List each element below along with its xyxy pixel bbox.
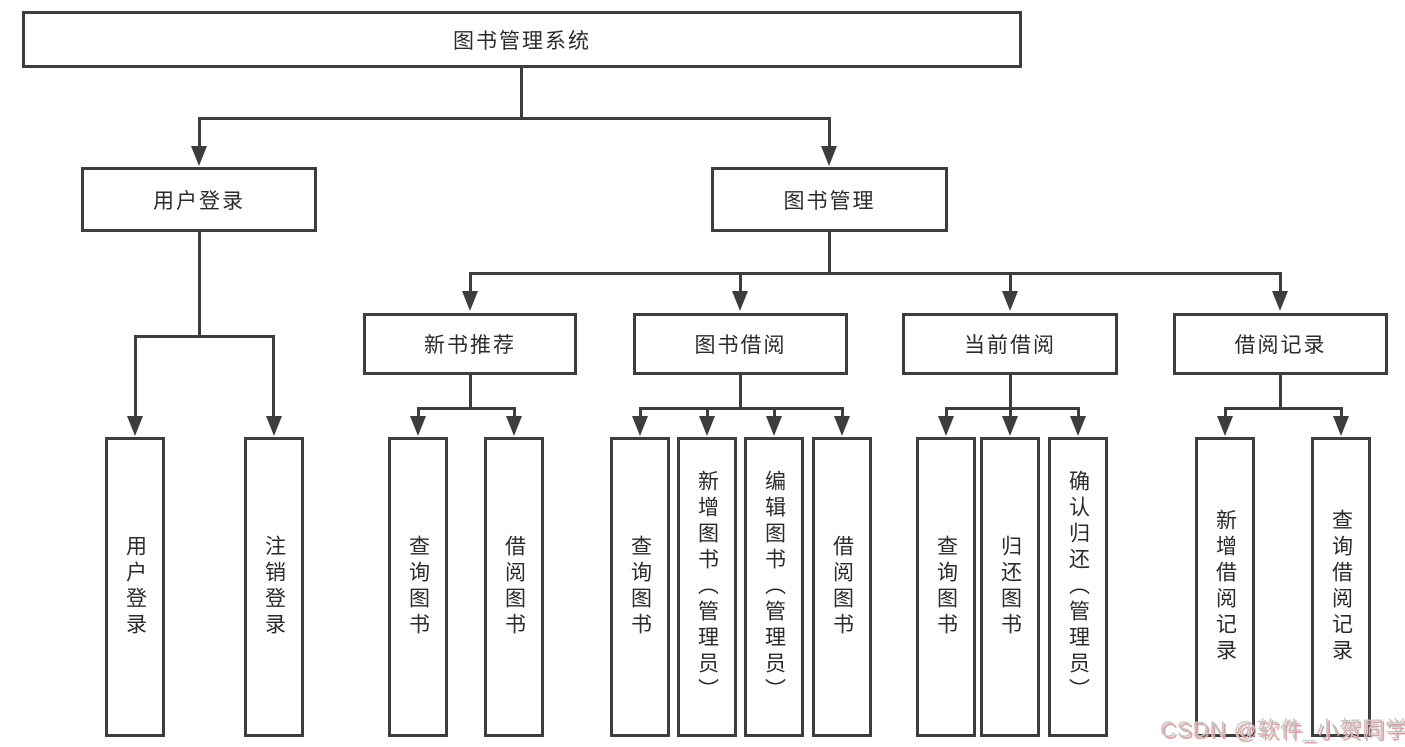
node-book-mgmt: 图书管理 — [711, 167, 948, 232]
leaf-cb-query-books-label: 查询图书 — [934, 535, 958, 639]
leaf-br-add-record-label: 新增借阅记录 — [1213, 509, 1237, 665]
connector-line — [841, 407, 844, 419]
leaf-bb-add-books-admin: 新增图书（管理员） — [677, 437, 737, 737]
arrow-down-icon — [766, 416, 782, 436]
node-book-mgmt-label: 图书管理 — [783, 189, 876, 213]
arrow-down-icon — [1002, 416, 1018, 436]
arrow-down-icon — [462, 291, 478, 311]
leaf-nbr-borrow-books: 借阅图书 — [484, 437, 544, 737]
node-current-borrow-label: 当前借阅 — [964, 334, 1056, 357]
connector-line — [520, 68, 523, 117]
leaf-bb-edit-books-admin: 编辑图书（管理员） — [744, 437, 804, 737]
connector-line — [417, 407, 420, 419]
leaf-br-query-record-label: 查询借阅记录 — [1329, 509, 1353, 665]
connector-line — [134, 335, 275, 338]
arrow-down-icon — [632, 416, 648, 436]
connector-line — [1224, 407, 1227, 419]
connector-line — [198, 117, 201, 149]
connector-line — [828, 232, 831, 273]
leaf-nbr-query-books: 查询图书 — [388, 437, 448, 737]
leaf-cb-return-books: 归还图书 — [980, 437, 1040, 737]
connector-line — [1009, 375, 1012, 407]
connector-line — [739, 272, 742, 293]
connector-line — [945, 407, 1080, 410]
arrow-down-icon — [410, 416, 426, 436]
node-book-borrow: 图书借阅 — [633, 313, 848, 375]
leaf-logout: 注销登录 — [244, 437, 304, 737]
leaf-cb-confirm-return-admin: 确认归还（管理员） — [1048, 437, 1108, 737]
connector-line — [272, 335, 275, 416]
leaf-user-login-label: 用户登录 — [123, 535, 147, 639]
arrow-down-icon — [1002, 291, 1018, 311]
arrow-down-icon — [821, 146, 837, 166]
arrow-down-icon — [938, 416, 954, 436]
connector-line — [198, 117, 831, 120]
connector-line — [1224, 407, 1343, 410]
connector-line — [1340, 407, 1343, 419]
arrow-down-icon — [699, 416, 715, 436]
leaf-logout-label: 注销登录 — [262, 535, 286, 639]
leaf-cb-query-books: 查询图书 — [916, 437, 976, 737]
leaf-nbr-query-books-label: 查询图书 — [406, 535, 430, 639]
arrow-down-icon — [127, 416, 143, 436]
leaf-br-query-record: 查询借阅记录 — [1311, 437, 1371, 737]
arrow-down-icon — [1070, 416, 1086, 436]
arrow-down-icon — [1217, 416, 1233, 436]
connector-line — [513, 407, 516, 419]
node-new-book-rec-label: 新书推荐 — [424, 334, 516, 357]
leaf-user-login: 用户登录 — [105, 437, 165, 737]
connector-line — [639, 407, 844, 410]
leaf-nbr-borrow-books-label: 借阅图书 — [502, 535, 526, 639]
leaf-cb-return-books-label: 归还图书 — [998, 535, 1022, 639]
connector-line — [1009, 272, 1012, 293]
arrow-down-icon — [1333, 416, 1349, 436]
connector-line — [706, 407, 709, 419]
node-root-label: 图书管理系统 — [453, 29, 591, 53]
connector-line — [945, 407, 948, 419]
node-current-borrow: 当前借阅 — [902, 313, 1118, 375]
node-root: 图书管理系统 — [22, 11, 1022, 68]
connector-line — [1279, 272, 1282, 293]
connector-line — [417, 407, 516, 410]
connector-line — [469, 272, 1282, 275]
connector-line — [469, 272, 472, 293]
csdn-watermark: CSDN @软件_小贺同学 — [1160, 717, 1405, 742]
connector-line — [828, 117, 831, 149]
leaf-cb-confirm-return-admin-label: 确认归还（管理员） — [1066, 470, 1090, 704]
connector-line — [469, 375, 472, 407]
leaf-bb-add-books-admin-label: 新增图书（管理员） — [695, 470, 719, 704]
connector-line — [1279, 375, 1282, 407]
arrow-down-icon — [191, 146, 207, 166]
connector-line — [198, 232, 201, 335]
node-user-login: 用户登录 — [81, 167, 317, 232]
node-borrow-records-label: 借阅记录 — [1234, 334, 1327, 357]
leaf-bb-query-books: 查询图书 — [610, 437, 670, 737]
node-user-login-label: 用户登录 — [153, 189, 245, 213]
connector-line — [773, 407, 776, 419]
connector-line — [739, 375, 742, 407]
leaf-br-add-record: 新增借阅记录 — [1195, 437, 1255, 737]
leaf-bb-borrow-books-label: 借阅图书 — [830, 535, 854, 639]
node-book-borrow-label: 图书借阅 — [694, 334, 787, 357]
node-new-book-rec: 新书推荐 — [363, 313, 577, 375]
leaf-bb-borrow-books: 借阅图书 — [812, 437, 872, 737]
leaf-bb-edit-books-admin-label: 编辑图书（管理员） — [762, 470, 786, 704]
arrow-down-icon — [266, 416, 282, 436]
arrow-down-icon — [1272, 291, 1288, 311]
node-borrow-records: 借阅记录 — [1173, 313, 1388, 375]
arrow-down-icon — [732, 291, 748, 311]
arrow-down-icon — [506, 416, 522, 436]
connector-line — [639, 407, 642, 419]
connector-line — [1077, 407, 1080, 419]
connector-line — [1009, 407, 1012, 419]
arrow-down-icon — [834, 416, 850, 436]
connector-line — [134, 335, 137, 416]
leaf-bb-query-books-label: 查询图书 — [628, 535, 652, 639]
